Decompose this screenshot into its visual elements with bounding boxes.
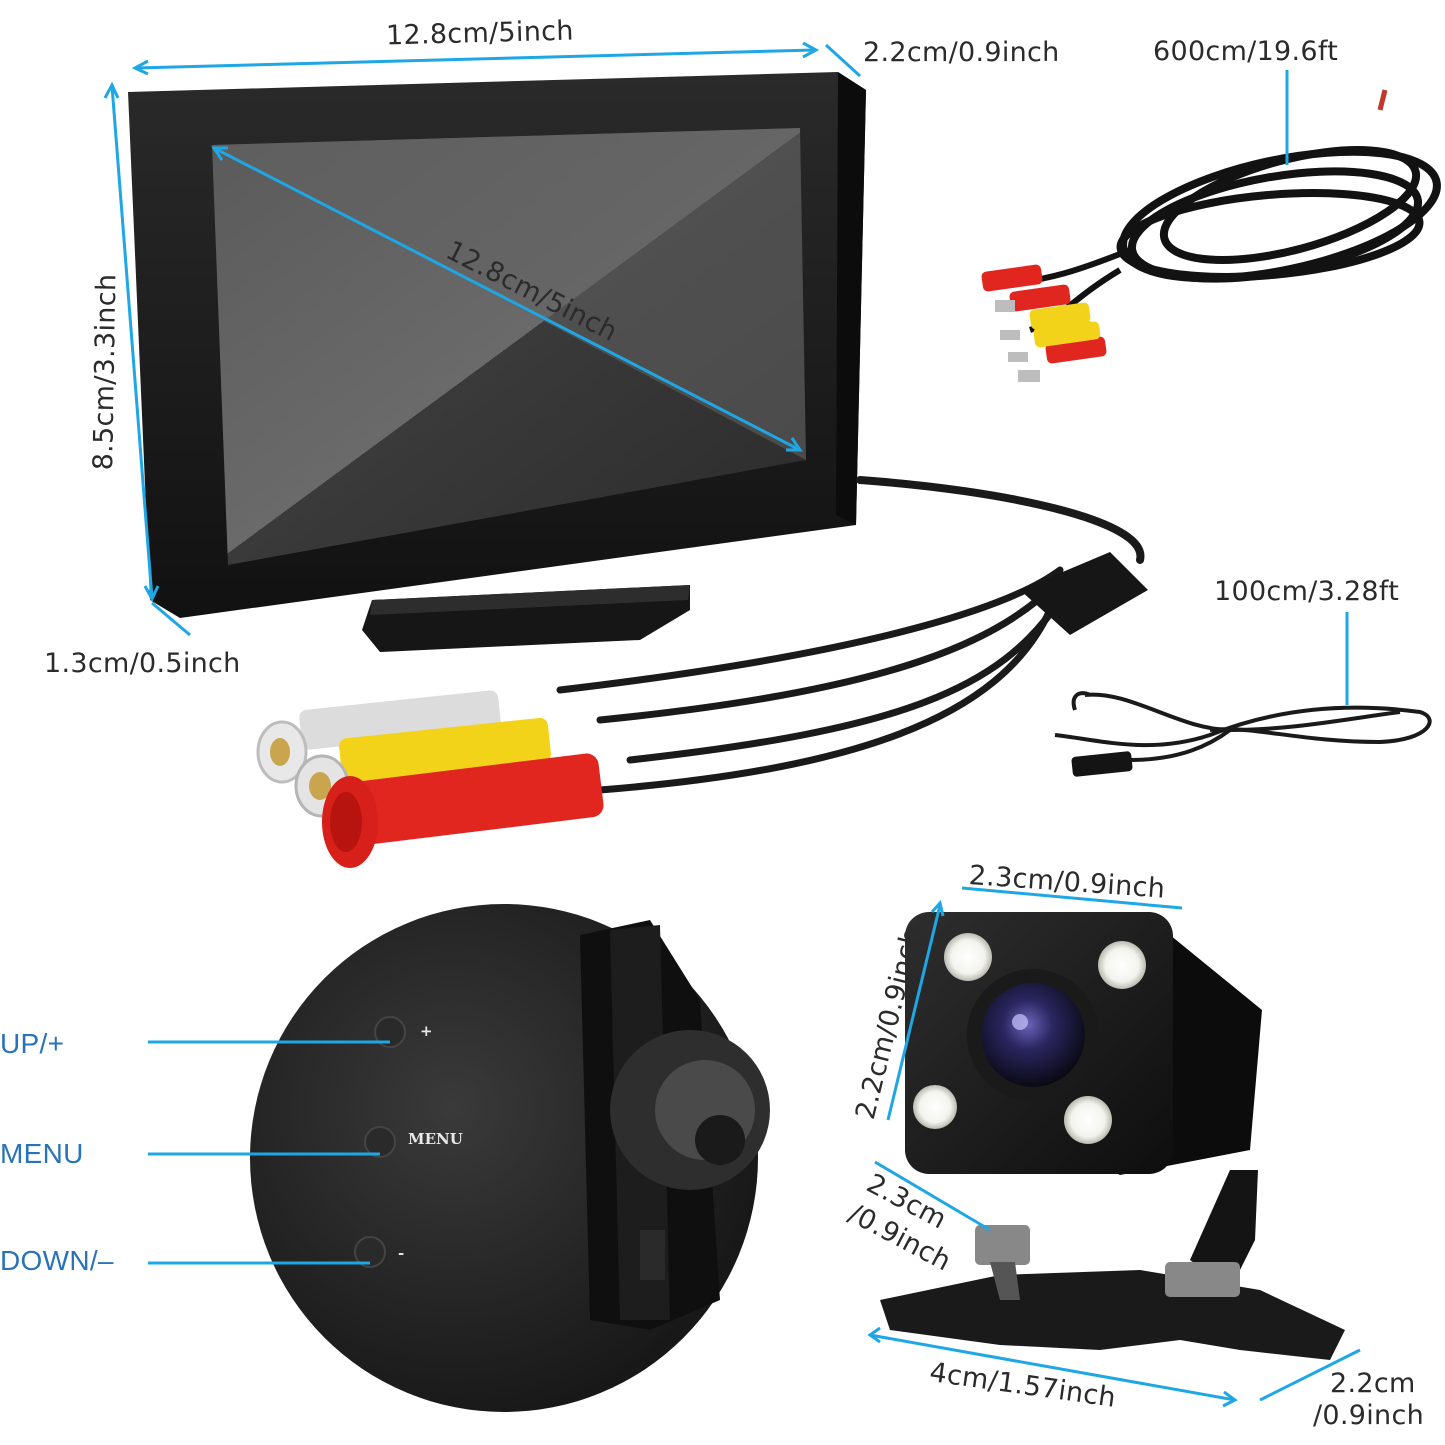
- minus-print-label: -: [398, 1244, 404, 1262]
- bracket-width-label-line2: /0.9inch: [1313, 1400, 1425, 1431]
- down-button-dot: [354, 1236, 386, 1268]
- cable-splitter: [1020, 552, 1148, 635]
- camera-bracket: [880, 1270, 1345, 1360]
- up-button-dot: [374, 1016, 406, 1048]
- bracket-width-label-line1: 2.2cm: [1330, 1368, 1416, 1399]
- menu-print-label: MENU: [408, 1130, 463, 1148]
- dimension-lines: [103, 41, 1361, 1408]
- camera-led: [1064, 1096, 1112, 1144]
- video-cable-length-label: 600cm/19.6ft: [1153, 36, 1339, 67]
- down-button-label: DOWN/–: [0, 1245, 114, 1276]
- camera-led: [944, 933, 992, 981]
- camera-led: [913, 1085, 957, 1129]
- button-closeup: [250, 904, 770, 1412]
- base-thickness-label: 1.3cm/0.5inch: [44, 648, 241, 679]
- power-plug: [1071, 751, 1133, 777]
- monitor-rca-plugs: [256, 690, 604, 868]
- monitor: [128, 72, 866, 652]
- plus-print-label: +: [420, 1022, 433, 1040]
- rca-red-plug: [322, 753, 604, 868]
- monitor-width-label: 12.8cm/5inch: [385, 15, 575, 52]
- mounting-screw-right: [1165, 1262, 1240, 1297]
- power-cable-length-label: 100cm/3.28ft: [1214, 576, 1400, 607]
- coil-rca-plugs: [981, 264, 1107, 382]
- monitor-height-label: 8.5cm/3.3inch: [88, 273, 123, 471]
- power-cable: [1054, 691, 1432, 762]
- menu-button-label: MENU: [0, 1138, 84, 1169]
- mounting-screw-left: [975, 1225, 1030, 1265]
- camera-led: [1098, 941, 1146, 989]
- video-cable-coil: [999, 89, 1441, 333]
- menu-button-dot: [364, 1126, 396, 1158]
- monitor-depth-label: 2.2cm/0.9inch: [863, 37, 1060, 68]
- up-button-label: UP/+: [0, 1028, 65, 1059]
- rear-camera: [880, 912, 1345, 1360]
